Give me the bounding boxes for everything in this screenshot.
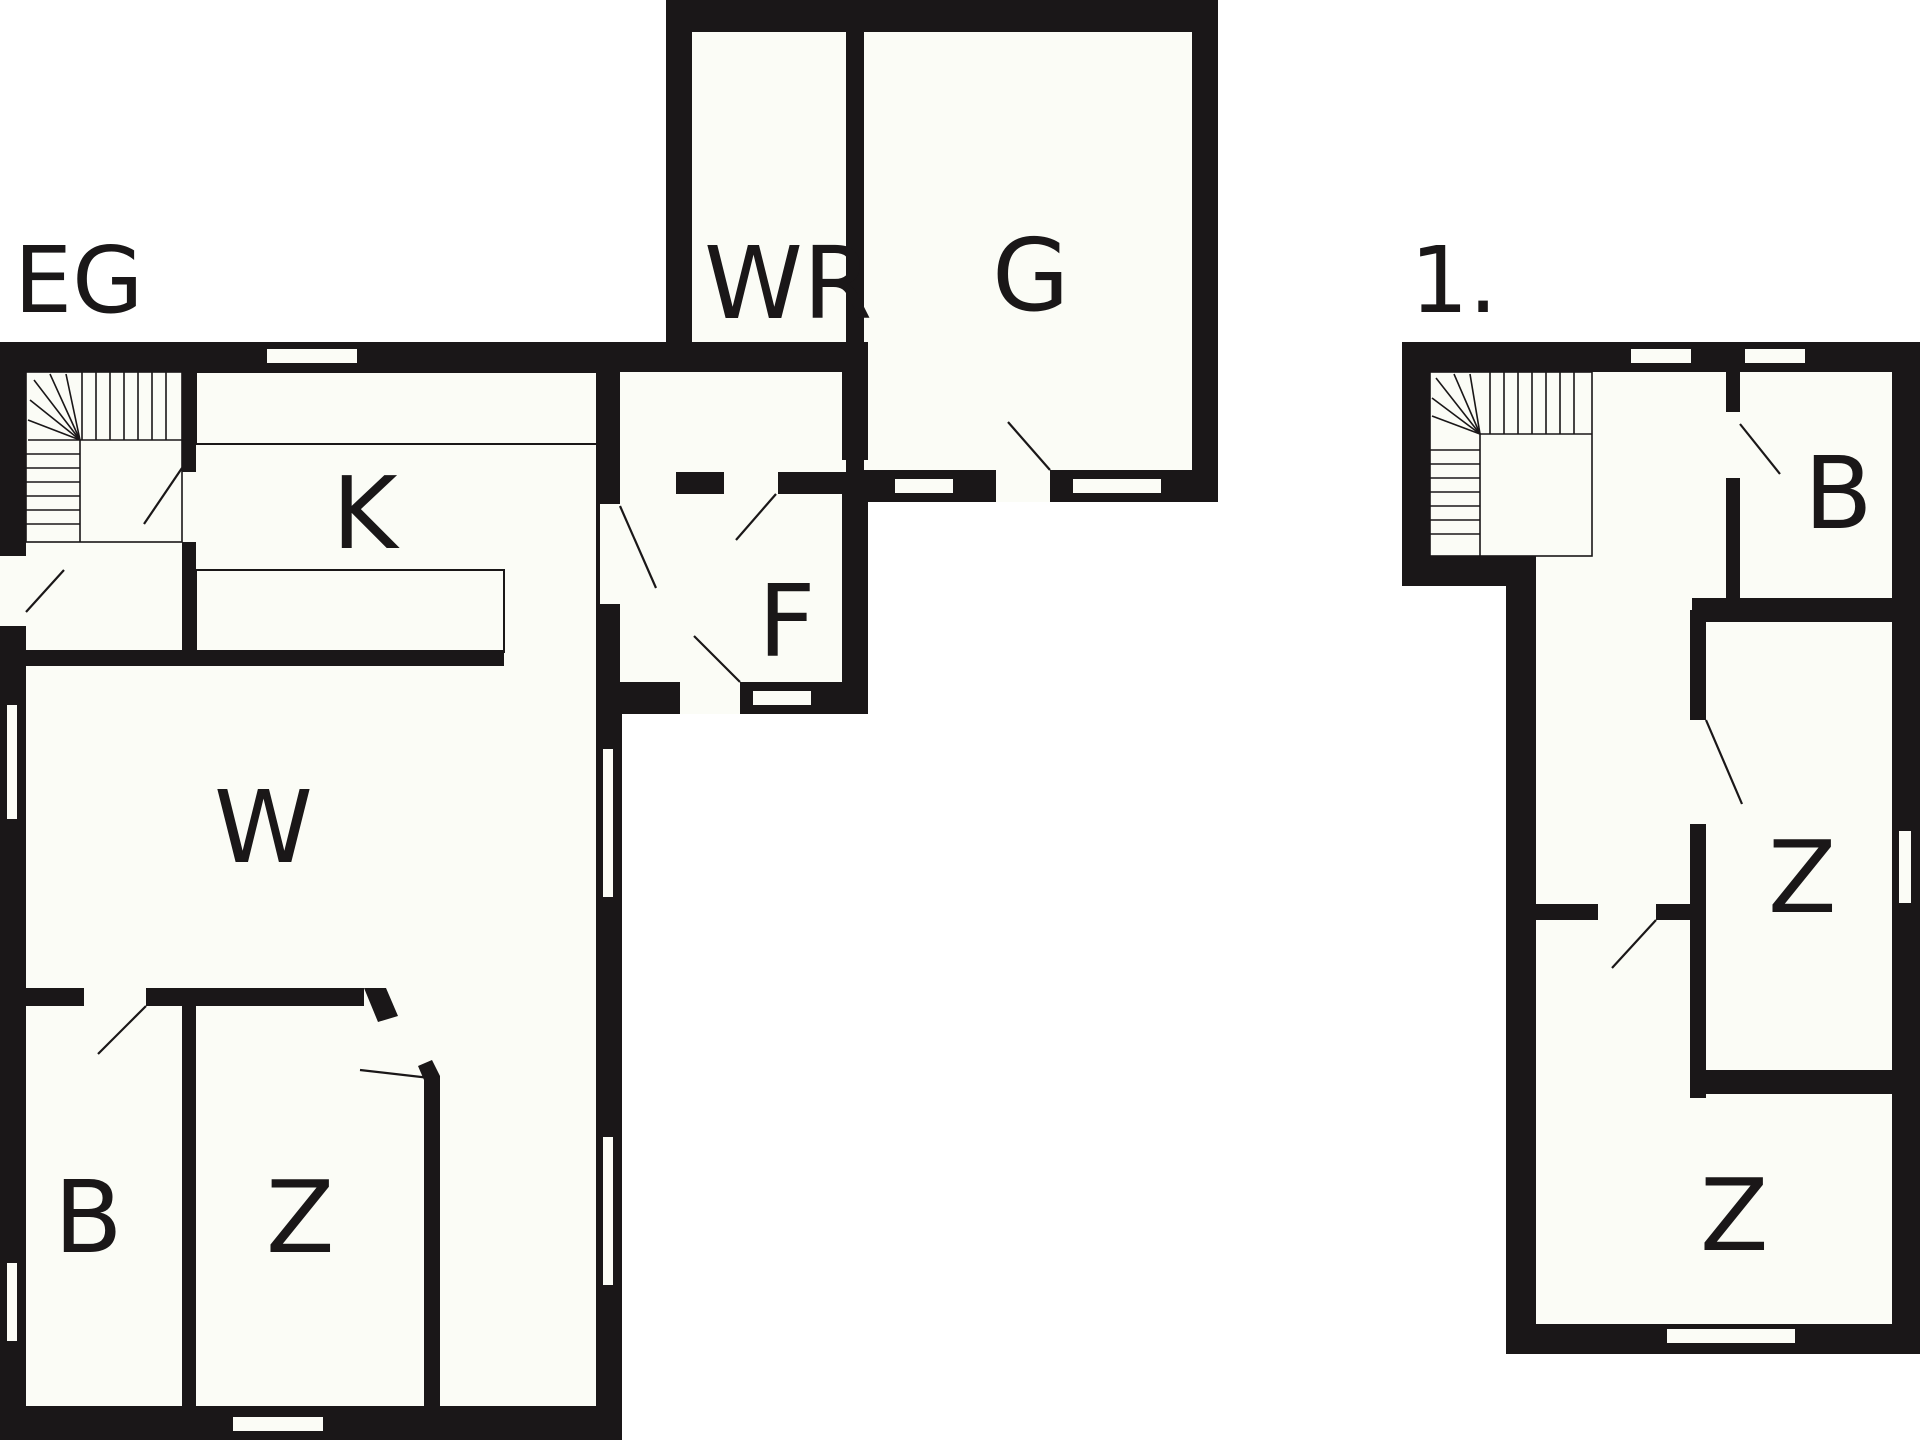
room-label-z: Z [1768,819,1837,936]
window [5,1261,19,1343]
window [265,347,359,365]
window [5,703,19,821]
upper-z-bottom-wall [1690,1070,1892,1094]
hall-k-divider-lower [182,542,196,652]
window [601,1135,615,1287]
upper-b-door-gap [1726,412,1740,478]
window [601,747,615,899]
k-counter-bottom [195,569,505,653]
upper-z-left-wall [1690,610,1706,1098]
upper-b-left-wall [1726,372,1740,610]
z-door-swing [359,1068,431,1080]
b-door-gap [84,988,146,1006]
upper-b-door-swing [1739,423,1781,475]
wr-door-swing [735,493,777,541]
g-door-swing [1007,421,1051,471]
k-door-swing [143,467,183,525]
k-counter-top [195,371,601,445]
window [1743,347,1807,365]
z-angled-wall-lower [418,1060,440,1080]
window [893,477,955,495]
upper-floor: 1. B Z Z [1402,227,1920,1354]
wr-door-gap [724,472,778,494]
upper-hall-door-swing [1611,919,1657,969]
ground-main-floor [26,372,596,1406]
hall-k-divider [182,372,196,472]
room-label-wr: WR [704,225,872,342]
room-label-w: W [214,769,313,886]
z-right-wall [424,1076,440,1410]
ground-staircase [25,371,183,543]
floor-label-1: 1. [1410,227,1498,334]
z-angled-wall [364,988,398,1022]
upper-z-door-gap [1690,720,1706,824]
b-door-swing [97,1005,147,1055]
entry-door-swing [25,569,65,613]
entry-door-gap [0,556,26,626]
window [1071,477,1163,495]
f-door-gap [680,682,740,714]
room-label-k: K [332,455,400,572]
room-label-f: F [758,563,816,680]
upper-hall-door-gap [1598,904,1656,920]
floor-label-eg: EG [14,227,143,334]
upper-z-door-swing [1704,719,1744,805]
kf-door-swing [618,505,658,589]
upper-hall-bottom-wall-left [1536,904,1598,920]
room-label-z: Z [266,1159,335,1276]
kf-door-gap [600,504,620,604]
ground-floor: WR G K F W B Z EG [0,0,1218,1440]
room-label-g: G [992,217,1070,334]
room-label-b: B [54,1159,123,1276]
window [1897,829,1913,905]
f-right-wall [842,492,868,714]
room-label-b: B [1804,435,1873,552]
k-door-gap [182,472,196,542]
window [231,1415,325,1433]
bz-top-wall-left [26,988,84,1006]
g-door-gap [996,470,1050,502]
upper-staircase [1429,371,1593,557]
window [1629,347,1693,365]
upper-b-bottom-wall [1692,598,1892,622]
bz-top-wall-right [146,988,364,1006]
window [1665,1327,1797,1345]
annex-connector [692,460,1192,472]
k-w-wall [26,650,504,666]
f-door-swing [693,635,741,683]
wr-g-wall [846,28,864,478]
window [751,689,813,707]
upper-hall-bottom-wall-right [1656,904,1696,920]
room-label-z: Z [1700,1157,1769,1274]
b-z-divider [182,1000,196,1410]
